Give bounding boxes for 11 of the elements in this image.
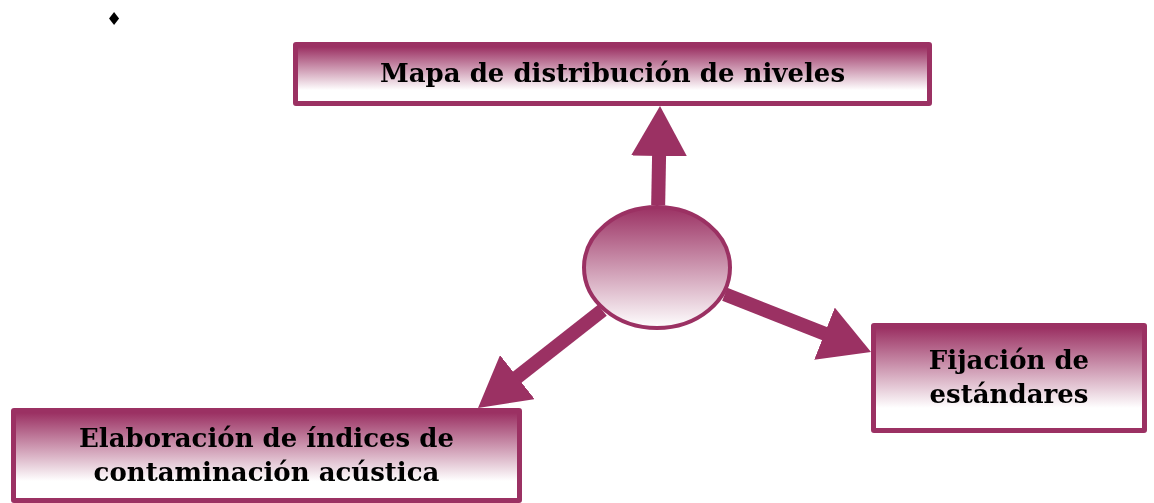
central-ellipse	[582, 205, 732, 330]
arrow	[722, 287, 871, 360]
box-label: Fijación de estándares	[927, 344, 1091, 411]
box-label: Elaboración de índices de contaminación acústica	[78, 421, 455, 489]
process-box	[11, 408, 522, 503]
process-box	[871, 323, 1147, 433]
arrow	[631, 106, 688, 206]
box-label: Mapa de distribución de niveles	[379, 57, 846, 91]
arrow	[478, 304, 607, 408]
process-box	[293, 42, 932, 106]
bullet-symbol: ♦	[106, 10, 123, 28]
